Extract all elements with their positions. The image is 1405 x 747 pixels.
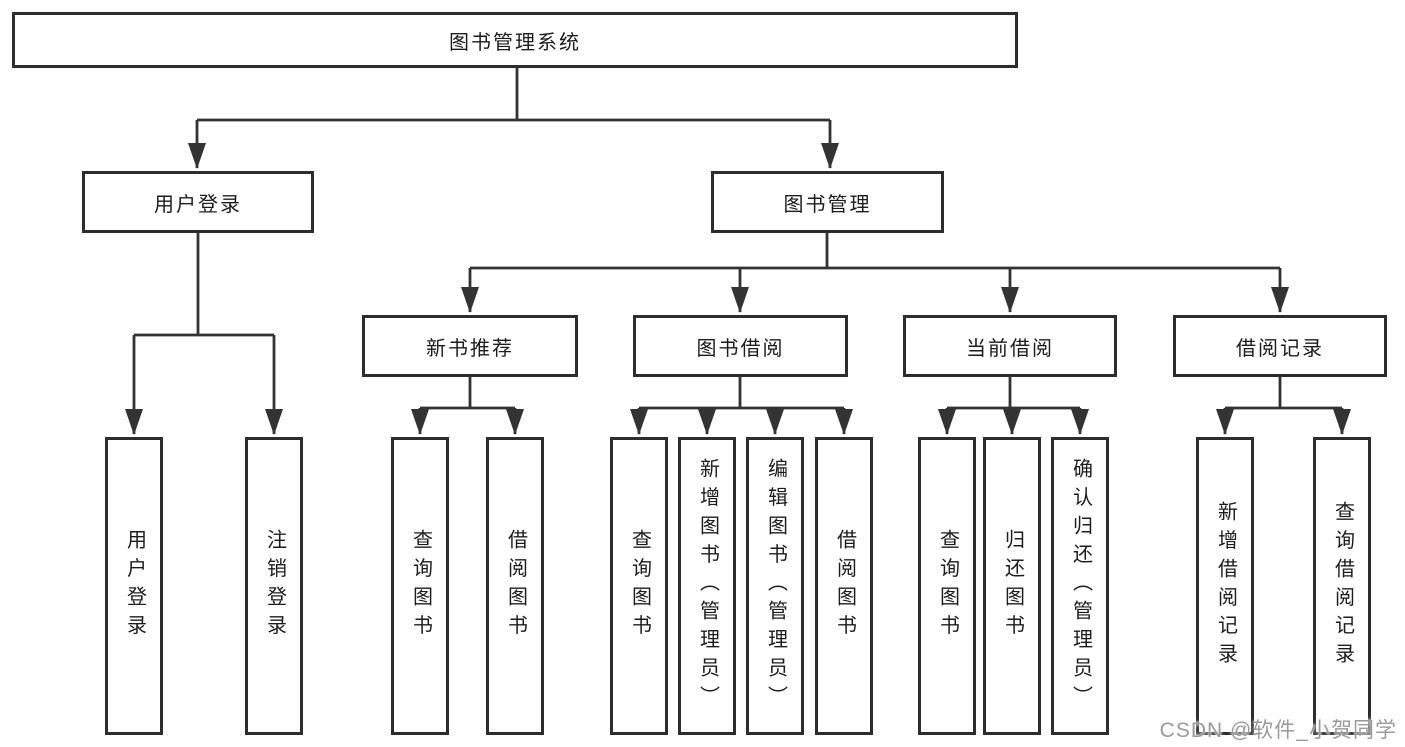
leaf-query-borrow-record: 查询借阅记录 xyxy=(1313,437,1371,735)
node-borrow-records: 借阅记录 xyxy=(1173,315,1387,377)
leaf-logout: 注销登录 xyxy=(245,437,303,735)
leaf-label: 查询借阅记录 xyxy=(1331,500,1354,672)
leaf-label: 归还图书 xyxy=(1001,529,1024,643)
leaf-query-books-borrow: 查询图书 xyxy=(610,437,668,735)
leaf-edit-book-admin: 编辑图书（管理员） xyxy=(746,437,804,735)
leaf-add-borrow-record: 新增借阅记录 xyxy=(1196,437,1254,735)
leaf-query-books-recommend: 查询图书 xyxy=(391,437,449,735)
node-user-login: 用户登录 xyxy=(82,171,314,233)
node-new-book-recommend: 新书推荐 xyxy=(362,315,578,377)
node-label: 图书管理 xyxy=(783,193,872,216)
leaf-user-login: 用户登录 xyxy=(105,437,163,735)
leaf-return-book: 归还图书 xyxy=(983,437,1041,735)
node-label: 新书推荐 xyxy=(426,337,514,360)
leaf-label: 编辑图书（管理员） xyxy=(764,458,787,714)
node-label: 当前借阅 xyxy=(966,337,1054,360)
node-book-management: 图书管理 xyxy=(711,171,944,233)
leaf-borrow-books-2: 借阅图书 xyxy=(815,437,873,735)
leaf-label: 确认归还（管理员） xyxy=(1069,458,1092,714)
leaf-confirm-return-admin: 确认归还（管理员） xyxy=(1051,437,1109,735)
leaf-label: 借阅图书 xyxy=(833,529,856,643)
leaf-label: 查询图书 xyxy=(628,529,651,643)
node-label: 借阅记录 xyxy=(1236,337,1324,360)
leaf-label: 新增图书（管理员） xyxy=(696,458,719,714)
leaf-label: 查询图书 xyxy=(409,529,432,643)
leaf-label: 用户登录 xyxy=(123,529,146,643)
node-label: 用户登录 xyxy=(154,193,242,216)
leaf-label: 查询图书 xyxy=(936,529,959,643)
node-library-management-system: 图书管理系统 xyxy=(12,12,1018,68)
node-current-borrow: 当前借阅 xyxy=(903,315,1117,377)
leaf-label: 注销登录 xyxy=(263,529,286,643)
leaf-add-book-admin: 新增图书（管理员） xyxy=(678,437,736,735)
node-label: 图书管理系统 xyxy=(449,31,581,54)
leaf-label: 新增借阅记录 xyxy=(1214,500,1237,672)
leaf-query-books-current: 查询图书 xyxy=(918,437,976,735)
leaf-label: 借阅图书 xyxy=(504,529,527,643)
csdn-watermark: CSDN @软件_小贺同学 xyxy=(1159,719,1397,742)
node-label: 图书借阅 xyxy=(696,337,785,360)
leaf-borrow-books-recommend: 借阅图书 xyxy=(486,437,544,735)
node-book-borrow: 图书借阅 xyxy=(633,315,848,377)
